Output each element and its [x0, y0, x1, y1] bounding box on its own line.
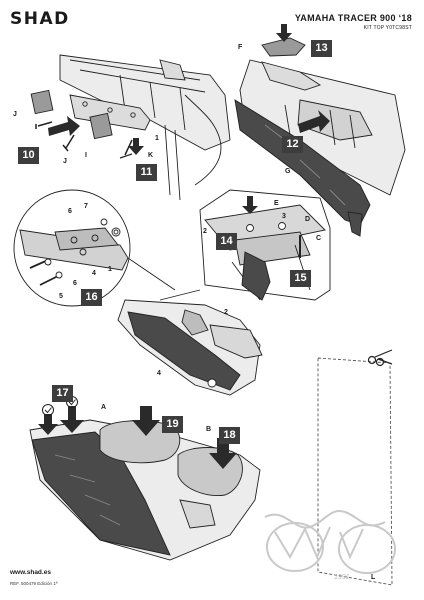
part-label-1: 1 [108, 266, 112, 273]
step-badge: 15 [290, 270, 311, 287]
cut-template [317, 357, 393, 586]
part-label-3: 3 [282, 213, 286, 220]
footer-reference: REF. 500479 Edición 1ª [10, 581, 58, 586]
leader-line [127, 257, 176, 291]
arrow-down-icon [209, 438, 237, 469]
part-label-6: 6 [73, 280, 77, 287]
part-label-1: 1 [155, 135, 159, 142]
leader-line-2 [159, 289, 201, 301]
seat-assembly [29, 419, 261, 561]
arrow-down-icon [132, 406, 160, 436]
part-label-b: B [206, 426, 212, 433]
detail-circle [13, 189, 131, 307]
arrow-down-icon [242, 196, 258, 214]
step-badge: 14 [216, 233, 237, 250]
step-badge: 18 [219, 427, 240, 444]
arrow-down-icon [60, 406, 84, 433]
part-label-7: 7 [84, 203, 88, 210]
watermark-logo [264, 510, 396, 574]
model-title: YAMAHA TRACER 900 ‘18 [294, 13, 412, 23]
screws-j [35, 121, 133, 159]
watermark-text: 1991 [334, 574, 350, 581]
step-badge: 17 [52, 385, 73, 402]
part-label-j: J [13, 111, 17, 118]
part-label-j: J [63, 158, 67, 165]
spacer-blocks [30, 89, 113, 140]
step-badge: 13 [311, 40, 332, 57]
arrow-down-icon [276, 24, 292, 42]
part-label-e: E [274, 200, 279, 207]
part-label-k: K [148, 152, 154, 159]
step-badge: 12 [282, 136, 303, 153]
part-label-c: C [316, 235, 322, 242]
arrow-right-icon [298, 110, 330, 133]
part-label-4: 4 [92, 270, 96, 277]
part-label-a: A [101, 404, 107, 411]
part-label-g: G [285, 168, 291, 175]
check-icon [42, 404, 54, 416]
arrow-right-icon [48, 116, 80, 136]
brand-logo: SHAD [10, 9, 70, 29]
part-label-f: F [238, 44, 243, 51]
footer-url[interactable]: www.shad.es [10, 569, 51, 576]
part-label-5: 5 [59, 293, 63, 300]
part-label-2: 2 [224, 309, 228, 316]
step-badge: 10 [18, 147, 39, 164]
part-label-l: L [371, 574, 376, 581]
part-label-4: 4 [157, 370, 161, 377]
assembled-tail [117, 299, 263, 396]
kit-reference: KIT TOP Y0TC98ST [363, 25, 412, 31]
frame-rail-left [59, 54, 231, 201]
part-label-i: I [85, 152, 87, 159]
bracket-part-1 [69, 94, 151, 131]
step-badge: 11 [136, 164, 157, 181]
scissors-icon [367, 349, 393, 367]
part-label-6: 6 [68, 208, 72, 215]
arrow-down-icon [38, 414, 58, 435]
tail-cover-g [234, 99, 371, 237]
step-badge: 19 [162, 416, 183, 433]
part-label-2: 2 [203, 228, 207, 235]
part-label-d: D [305, 216, 311, 223]
step-badge: 16 [81, 289, 102, 306]
arrow-down-icon [128, 138, 144, 155]
arrows [38, 24, 330, 469]
